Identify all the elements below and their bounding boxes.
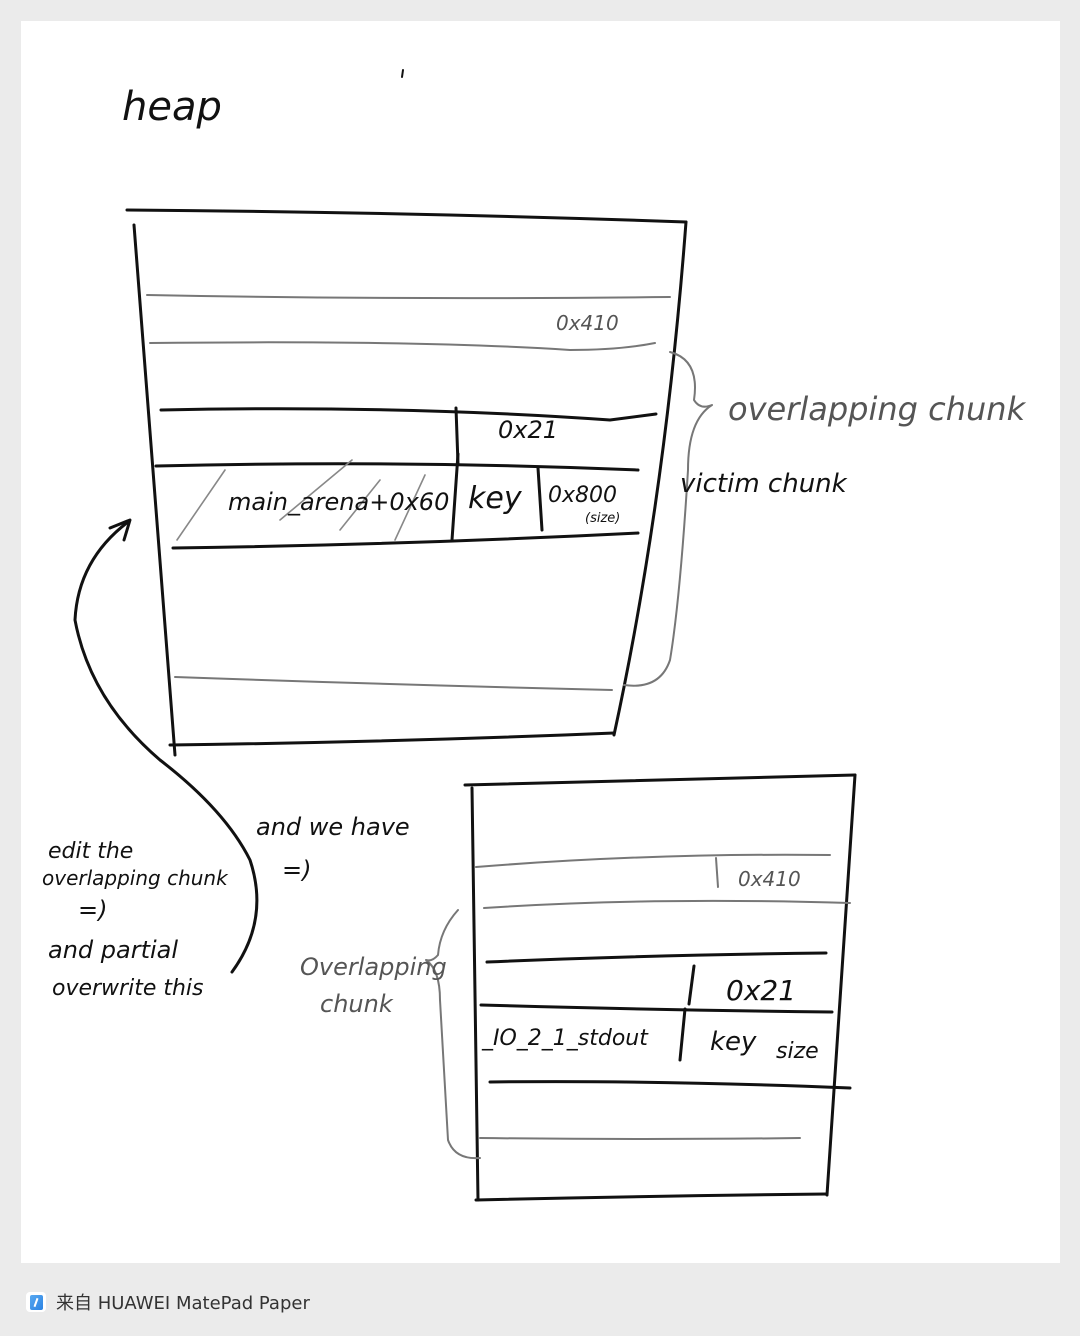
implies-arrow-1: =) bbox=[78, 896, 107, 924]
top-size-label-0x21: 0x21 bbox=[498, 416, 558, 444]
victim-chunk-label: victim chunk bbox=[680, 469, 848, 499]
sketch-paper bbox=[21, 21, 1060, 1263]
step-1-line-1: edit the bbox=[48, 839, 133, 864]
bottom-overlapping-label-1: Overlapping bbox=[300, 953, 447, 981]
source-footer: 来自 HUAWEI MatePad Paper bbox=[26, 1290, 310, 1314]
step-2-line-2: overwrite this bbox=[52, 976, 204, 1001]
size-cell-note: (size) bbox=[585, 511, 620, 526]
step-2-line-1: and partial bbox=[48, 936, 178, 964]
step-3-text: and we have bbox=[256, 813, 410, 841]
bottom-size-cell: size bbox=[776, 1039, 819, 1064]
top-heap-box bbox=[125, 208, 688, 757]
stray-mark bbox=[401, 69, 404, 78]
bottom-heap-box bbox=[463, 773, 857, 1202]
key-cell: key bbox=[468, 481, 523, 516]
victim-chunk-brace bbox=[623, 351, 713, 687]
overlapping-chunk-label: overlapping chunk bbox=[728, 390, 1027, 428]
top-size-label-0x410: 0x410 bbox=[556, 311, 619, 335]
matepad-notes-icon bbox=[26, 1292, 46, 1312]
bottom-size-label-0x410: 0x410 bbox=[738, 867, 801, 891]
source-text: 来自 HUAWEI MatePad Paper bbox=[56, 1293, 310, 1314]
implies-arrow-2: =) bbox=[282, 856, 311, 884]
stdout-pointer-cell: _IO_2_1_stdout bbox=[481, 1026, 649, 1051]
bottom-overlapping-label-2: chunk bbox=[320, 990, 394, 1018]
arrow-head bbox=[108, 518, 132, 542]
curved-arrow bbox=[73, 520, 259, 974]
diagram-title: heap bbox=[122, 84, 222, 130]
bottom-brace bbox=[425, 909, 481, 1160]
fd-pointer-cell: main_arena+0x60 bbox=[228, 488, 449, 516]
step-1-line-2: overlapping chunk bbox=[42, 866, 229, 890]
bottom-key-cell: key bbox=[710, 1027, 757, 1057]
bottom-size-label-0x21: 0x21 bbox=[726, 974, 796, 1007]
size-cell: 0x800 bbox=[548, 483, 617, 508]
